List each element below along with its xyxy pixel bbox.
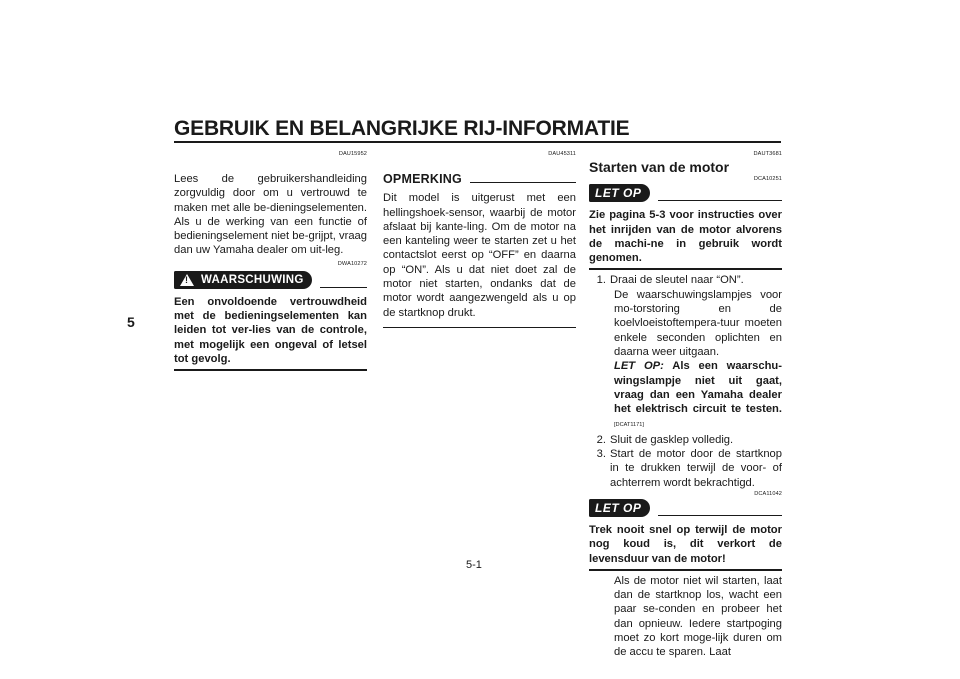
step-caution: LET OP: Als een waarschu-wingslampje nie…	[614, 360, 782, 429]
note-label: OPMERKING	[383, 172, 462, 186]
section-title: Starten van de motor	[589, 159, 730, 175]
steps-list: 1. Draai de sleutel naar “ON”. De waarsc…	[589, 273, 782, 489]
caution-badge: LET OP	[589, 498, 651, 517]
reference-code: DCA10251	[753, 176, 782, 183]
caution-badge: LET OP	[589, 184, 651, 203]
reference-code: DAUT3681	[753, 151, 782, 157]
warning-triangle-icon	[180, 273, 194, 286]
note-text: Dit model is uitgerust met een hellingsh…	[383, 192, 576, 319]
list-item: 1. Draai de sleutel naar “ON”.	[596, 274, 744, 287]
warning-rule	[319, 286, 367, 288]
reference-code: DWA10272	[337, 260, 367, 267]
caution-end-rule	[589, 568, 782, 571]
page-title: GEBRUIK EN BELANGRIJKE RIJ-INFORMATIE	[174, 117, 630, 140]
caution-text: Trek nooit snel op terwijl de motor nog …	[589, 523, 782, 565]
caution-header: LET OP	[589, 498, 782, 518]
list-item: 3. Start de motor door de startknop in t…	[596, 448, 782, 489]
warning-header: WAARSCHUWING	[174, 270, 367, 290]
caution-rule	[658, 514, 782, 516]
caution-text: Zie pagina 5-3 voor instructies over het…	[589, 209, 782, 265]
column-middle: DAU45311 OPMERKING Dit model is uitgerus…	[383, 150, 576, 328]
note-header: OPMERKING	[383, 172, 576, 186]
note-end-rule	[383, 326, 576, 328]
chapter-tab: 5	[127, 314, 135, 330]
header-rule	[174, 141, 781, 143]
intro-paragraph: Lees de gebruikershandleiding zorgvuldig…	[174, 173, 367, 257]
caution-header: LET OP	[589, 183, 782, 203]
warning-text: Een onvoldoende vertrouwdheid met de bed…	[174, 295, 367, 365]
warning-end-rule	[174, 369, 367, 372]
reference-code: DAU45311	[548, 151, 576, 157]
warning-label: WAARSCHUWING	[201, 273, 304, 286]
warning-badge: WAARSCHUWING	[174, 270, 312, 289]
page-number: 5-1	[466, 559, 482, 571]
column-left: DAU15952 Lees de gebruikershandleiding z…	[174, 150, 367, 372]
note-rule	[469, 182, 576, 184]
step-detail: De waarschuwingslampjes voor mo-torstori…	[614, 288, 782, 358]
caution-end-rule	[589, 268, 782, 271]
reference-code: DAU15952	[338, 151, 367, 157]
list-item: 2. Sluit de gasklep volledig.	[596, 433, 734, 446]
closing-paragraph: Als de motor niet wil starten, laat dan …	[614, 574, 782, 659]
reference-code: DCA11042	[754, 490, 782, 497]
caution-rule	[658, 200, 782, 202]
column-right: DAUT3681 Starten van de motor DCA10251 L…	[589, 150, 782, 660]
